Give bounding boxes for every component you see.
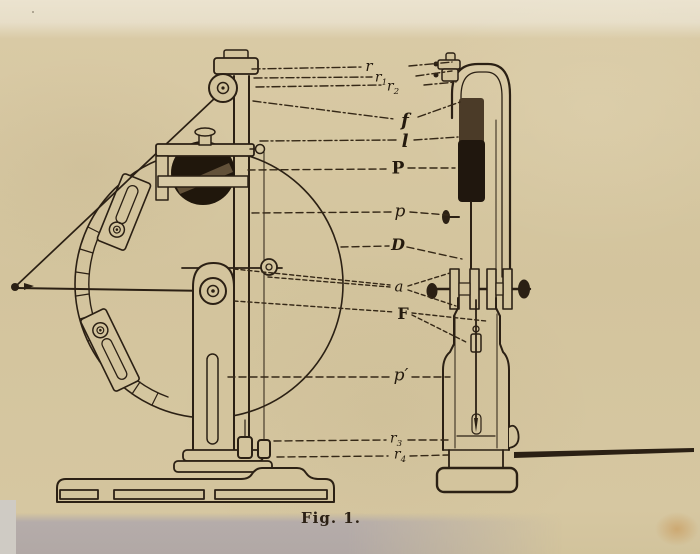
part-label-r3: r3 xyxy=(389,430,403,450)
magnet-knob xyxy=(194,127,216,137)
axle-bearing xyxy=(199,277,227,305)
frame-tube-inner xyxy=(460,71,503,278)
thumbscrew-left xyxy=(426,283,438,299)
tip-slot xyxy=(471,413,482,435)
part-label-r: r xyxy=(365,56,373,75)
flange-2 xyxy=(469,268,480,310)
part-label-p: p xyxy=(394,201,406,222)
base-plate xyxy=(56,467,335,503)
top-bracket xyxy=(213,57,259,75)
top-bracket-side xyxy=(437,59,461,70)
front-view xyxy=(11,49,344,503)
body-left xyxy=(442,297,459,451)
paper-stain xyxy=(655,512,699,546)
base-foot-2 xyxy=(113,489,205,500)
contact-r3 xyxy=(237,436,253,459)
part-label-F: F xyxy=(397,304,409,323)
bar-P xyxy=(458,140,485,202)
ear-bump xyxy=(508,424,520,449)
magnet-pole-band xyxy=(157,175,249,188)
part-label-D: D xyxy=(391,235,405,254)
cross-rod-pivot xyxy=(260,258,278,276)
flange-4 xyxy=(502,268,513,310)
lower-slot-plate xyxy=(80,308,140,392)
cord xyxy=(15,96,217,287)
page-shadow-bottom xyxy=(0,513,580,554)
part-label-l: l xyxy=(401,131,409,152)
knob-p xyxy=(442,210,450,224)
pendulum-tip xyxy=(474,418,478,432)
part-label-a: a xyxy=(394,277,404,296)
part-label-r4: r4 xyxy=(393,446,407,466)
pedestal-molding-2 xyxy=(173,460,273,473)
pointer-tip xyxy=(24,283,34,290)
magnet-top-bar xyxy=(155,143,255,157)
long-rod xyxy=(514,448,694,458)
flange-3 xyxy=(486,268,497,310)
thumbscrew-right xyxy=(518,279,530,299)
bar-upper xyxy=(459,98,484,146)
lever-pivot xyxy=(254,143,266,155)
contact-r4 xyxy=(257,439,271,459)
cord-weight xyxy=(11,283,19,291)
page-corner-patch xyxy=(0,500,16,554)
body-right xyxy=(495,297,510,451)
top-clamp xyxy=(441,68,459,82)
upper-slot-plate xyxy=(96,173,152,251)
part-label-P: P xyxy=(391,158,405,179)
leader-lines xyxy=(227,61,487,458)
side-base-foot xyxy=(435,466,519,494)
pillar-slot xyxy=(206,353,219,445)
part-label-r2: r2 xyxy=(386,78,400,98)
base-foot-3 xyxy=(214,489,328,500)
pointer-rod xyxy=(15,287,214,292)
part-label-r1: r1 xyxy=(374,69,388,89)
part-label-f: f xyxy=(401,110,409,131)
part-label-p-prime: p′ xyxy=(393,365,409,386)
figure-caption: Fig. 1. xyxy=(301,509,361,527)
hub-pillar xyxy=(192,262,235,453)
base-foot-1 xyxy=(59,489,99,500)
side-view xyxy=(426,52,694,494)
